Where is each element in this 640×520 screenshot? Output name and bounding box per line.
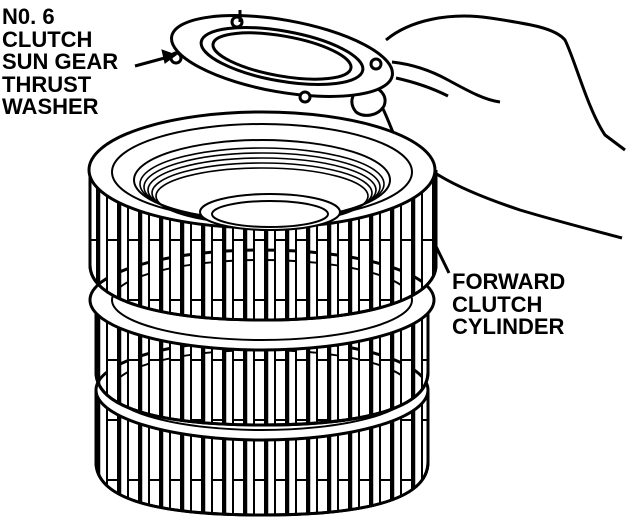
label-line: THRUST bbox=[2, 71, 92, 97]
thrust-washer-drawing bbox=[169, 10, 394, 104]
thrust-washer-label: N0. 6 CLUTCH SUN GEAR THRUST WASHER bbox=[2, 4, 119, 119]
label-line: SUN GEAR bbox=[2, 49, 119, 74]
label-line: CLUTCH bbox=[2, 26, 93, 52]
label-line: CLUTCH bbox=[452, 291, 543, 317]
label-line: WASHER bbox=[2, 94, 99, 119]
label-line: CYLINDER bbox=[452, 314, 565, 339]
label-line: N0. 6 bbox=[2, 4, 55, 29]
label-line: FORWARD bbox=[452, 269, 566, 294]
forward-clutch-cylinder-label: FORWARD CLUTCH CYLINDER bbox=[452, 269, 566, 339]
forward-clutch-cylinder-drawing bbox=[87, 110, 438, 322]
hand-drawing bbox=[350, 14, 626, 240]
